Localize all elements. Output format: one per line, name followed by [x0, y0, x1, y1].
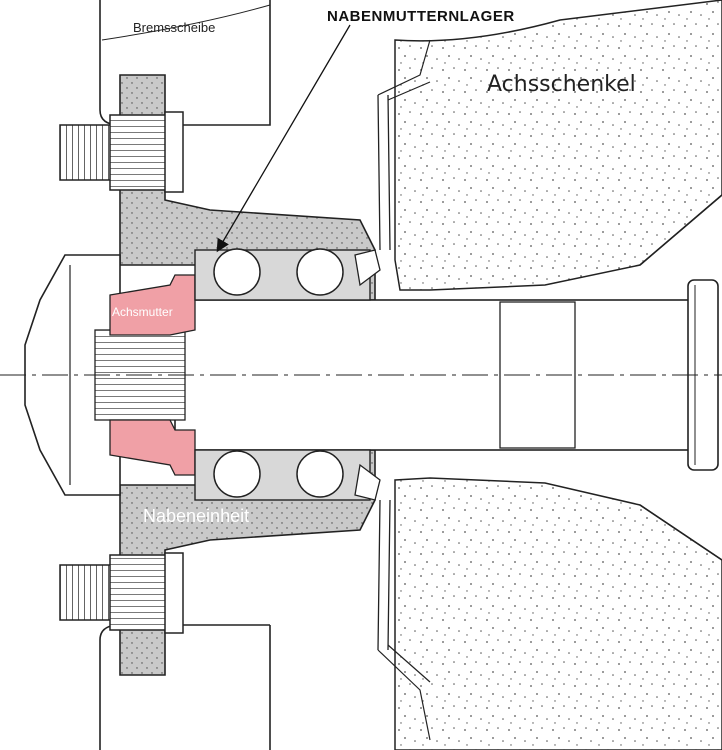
wheel-stud-bottom	[59, 552, 184, 634]
axle-nut-label: Achsmutter	[112, 305, 173, 319]
brake-disc-label: Bremsscheibe	[133, 20, 215, 35]
steering-knuckle-label: Achsschenkel	[487, 72, 636, 97]
bearing-leader-arrow	[216, 24, 351, 253]
hub-unit-label: Nabeneinheit	[143, 506, 249, 526]
hub-nut-bearing-label: NABENMUTTERNLAGER	[327, 8, 515, 25]
axle-nut	[109, 274, 196, 476]
wheel-stud-top	[59, 111, 184, 193]
steering-knuckle-body	[377, 0, 722, 750]
hub-nut-bearing	[194, 248, 381, 501]
